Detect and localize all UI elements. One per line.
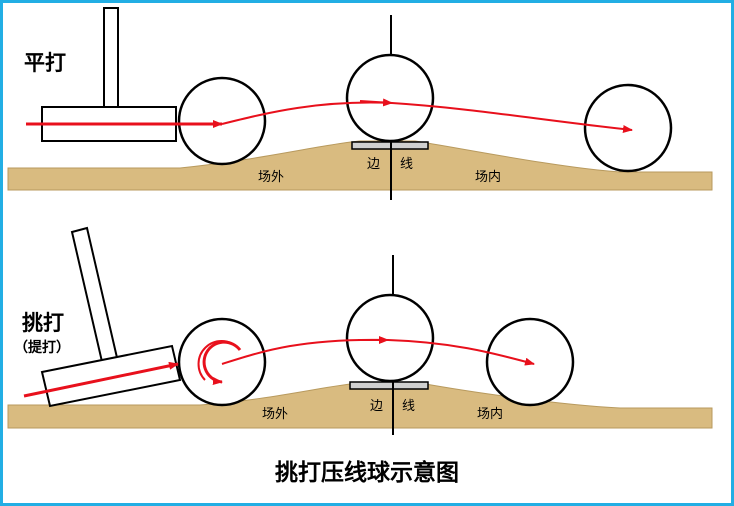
bottom-arrow-strike	[23, 361, 179, 398]
bottom-mallet-handle	[70, 226, 120, 368]
top-label: 平打	[24, 50, 66, 75]
bottom-line-label-2: 线	[402, 399, 415, 414]
bottom-sublabel: （提打）	[14, 339, 70, 356]
bottom-line-plate	[349, 381, 429, 390]
bottom-line-label: 边	[370, 399, 383, 414]
top-panel: 平打 场外 边 线 场内	[7, 7, 713, 200]
top-outside-label: 场外	[258, 170, 284, 185]
top-line-label-2: 线	[400, 157, 413, 172]
top-ball-3	[583, 83, 673, 173]
top-line-label: 边	[367, 157, 380, 172]
top-ball-2	[345, 53, 435, 143]
diagram-caption: 挑打压线球示意图	[275, 459, 459, 486]
bottom-mallet-head	[40, 344, 182, 408]
top-inside-label: 场内	[475, 169, 501, 185]
bottom-spin-icon-2	[197, 340, 239, 381]
bottom-ground	[7, 382, 713, 429]
top-ball-1	[177, 76, 267, 166]
bottom-inside-label: 场内	[477, 406, 503, 422]
bottom-outside-label: 场外	[262, 407, 288, 422]
bottom-ball-2	[345, 293, 435, 383]
bottom-ball-1	[177, 317, 267, 407]
top-mallet-handle	[103, 7, 119, 109]
bottom-panel: 挑打 （提打） 场外 边 线 场内	[7, 226, 713, 435]
top-arrow-mid	[359, 98, 393, 107]
bottom-label: 挑打	[22, 310, 64, 335]
